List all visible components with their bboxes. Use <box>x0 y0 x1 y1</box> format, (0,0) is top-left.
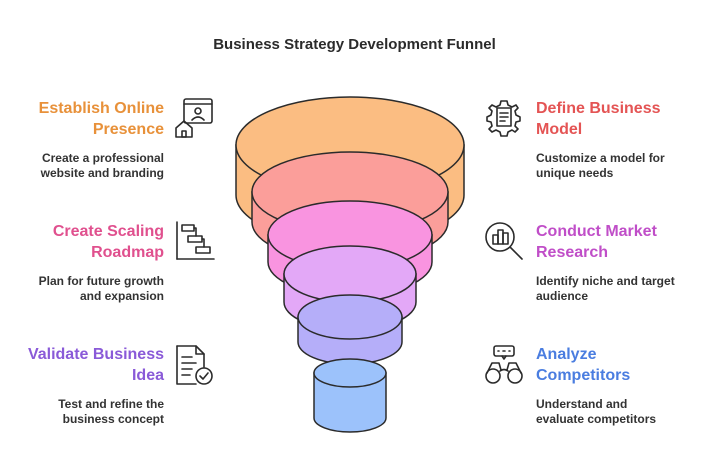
checklist-icon <box>172 343 216 387</box>
item-define-business-model-title: Define Business Model <box>536 98 686 140</box>
item-conduct-market-research-desc: Identify niche and target audience <box>536 274 696 304</box>
title-line: Research <box>536 244 609 261</box>
desc-line: Customize a model for <box>536 151 665 165</box>
title-line: Create Scaling <box>52 223 164 240</box>
item-establish-online-presence-title: Establish Online Presence <box>20 98 164 140</box>
funnel-level-5 <box>297 294 403 365</box>
title-line: Analyze <box>536 346 597 363</box>
desc-line: Understand and <box>536 397 628 411</box>
gear-document-icon <box>482 96 526 140</box>
desc-line: Plan for future growth <box>38 274 164 288</box>
website-icon <box>172 96 216 140</box>
title-line: Presence <box>92 121 164 138</box>
title-line: Establish Online <box>38 100 164 117</box>
roadmap-icon <box>172 219 216 263</box>
item-analyze-competitors-title: Analyze Competitors <box>536 344 686 386</box>
title-line: Define Business <box>536 100 661 117</box>
funnel-level-6 <box>313 358 387 433</box>
desc-line: and expansion <box>79 289 164 303</box>
item-analyze-competitors-desc: Understand and evaluate competitors <box>536 397 696 427</box>
desc-line: Identify niche and target <box>536 274 675 288</box>
item-conduct-market-research-title: Conduct Market Research <box>536 221 686 263</box>
desc-line: Create a professional <box>41 151 164 165</box>
title-line: Model <box>536 121 583 138</box>
title-line: Conduct Market <box>536 223 657 240</box>
title-line: Roadmap <box>91 244 164 261</box>
item-validate-business-idea-desc: Test and refine the business concept <box>20 397 164 427</box>
magnifier-research-icon <box>482 219 526 263</box>
item-establish-online-presence-desc: Create a professional website and brandi… <box>20 151 164 181</box>
item-create-scaling-roadmap-desc: Plan for future growth and expansion <box>20 274 164 304</box>
title-line: Idea <box>131 367 164 384</box>
diagram-title: Business Strategy Development Funnel <box>213 36 496 53</box>
desc-line: website and branding <box>40 166 164 180</box>
title-line: Validate Business <box>27 346 164 363</box>
item-create-scaling-roadmap-title: Create Scaling Roadmap <box>20 221 164 263</box>
item-define-business-model-desc: Customize a model for unique needs <box>536 151 696 181</box>
desc-line: Test and refine the <box>58 397 164 411</box>
desc-line: unique needs <box>536 166 614 180</box>
binoculars-icon <box>482 343 526 387</box>
desc-line: evaluate competitors <box>536 412 657 426</box>
title-line: Competitors <box>536 367 631 384</box>
item-validate-business-idea-title: Validate Business Idea <box>20 344 164 386</box>
desc-line: business concept <box>62 412 164 426</box>
desc-line: audience <box>536 289 589 303</box>
